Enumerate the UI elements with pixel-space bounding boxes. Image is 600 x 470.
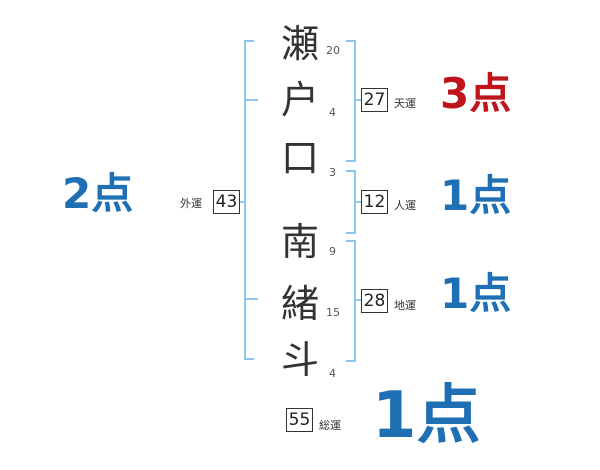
tenkaku-connector (354, 99, 362, 101)
gaikaku-bracket-tick (244, 298, 258, 300)
chikaku-connector (354, 299, 362, 301)
gaikaku-connector (238, 201, 246, 203)
stroke-count-4: 9 (329, 245, 336, 258)
name-char-6: 斗 (281, 338, 320, 382)
chikaku-value-box: 28 (361, 289, 388, 313)
tenkaku-label: 天運 (394, 97, 416, 110)
stroke-count-1: 20 (326, 44, 340, 57)
chikaku-label: 地運 (394, 299, 416, 312)
stroke-count-6: 4 (329, 367, 336, 380)
jinkaku-score: 1点 (440, 171, 512, 220)
chikaku-bracket (346, 240, 356, 362)
name-char-3: 口 (281, 136, 320, 180)
soukaku-score: 1点 (372, 379, 481, 453)
jinkaku-value-box: 12 (361, 190, 388, 214)
jinkaku-label: 人運 (394, 199, 416, 212)
stroke-count-3: 3 (329, 166, 336, 179)
stroke-count-2: 4 (329, 106, 336, 119)
stroke-count-5: 15 (326, 306, 340, 319)
jinkaku-connector (354, 201, 362, 203)
soukaku-label: 総運 (319, 419, 341, 432)
gaikaku-label: 外運 (180, 197, 202, 210)
gaikaku-bracket-tick (244, 99, 258, 101)
chikaku-score: 1点 (440, 269, 512, 318)
name-char-5: 緒 (281, 282, 320, 326)
tenkaku-score: 3点 (440, 69, 512, 118)
soukaku-value-box: 55 (286, 408, 313, 432)
gaikaku-bracket (244, 40, 254, 360)
name-char-4: 南 (281, 220, 320, 264)
name-char-2: 户 (281, 78, 320, 122)
gaikaku-score: 2点 (62, 169, 134, 218)
tenkaku-bracket (346, 40, 356, 162)
tenkaku-value-box: 27 (361, 88, 388, 112)
gaikaku-value-box: 43 (213, 190, 240, 214)
name-char-1: 瀬 (281, 22, 320, 66)
